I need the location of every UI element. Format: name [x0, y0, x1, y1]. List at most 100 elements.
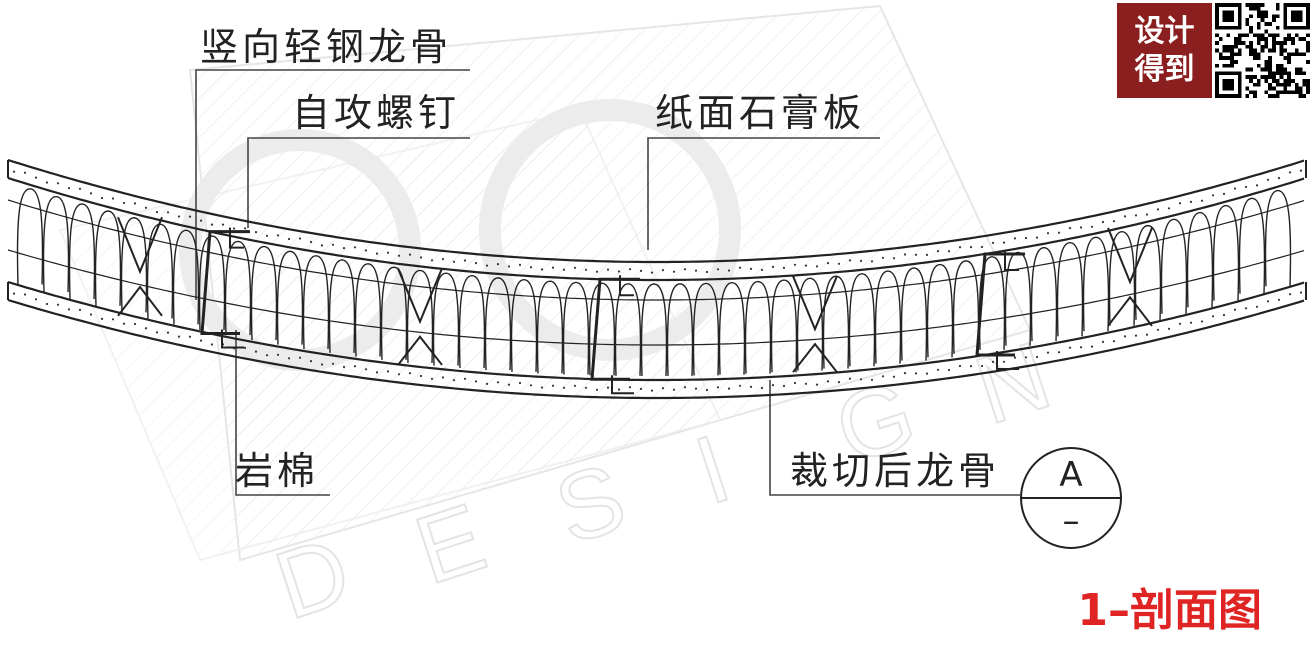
qr-module: [1260, 37, 1265, 41]
gypsum-dot: [1189, 200, 1193, 203]
gypsum-dot: [749, 385, 753, 388]
gypsum-dot: [617, 388, 621, 391]
gypsum-dot: [287, 237, 291, 241]
qr-module: [1249, 14, 1253, 19]
rock-wool-loop: [1082, 236, 1110, 332]
qr-module: [1256, 37, 1261, 41]
gypsum-dot: [1013, 237, 1017, 240]
rock-wool-loop: [224, 240, 252, 336]
qr-module: [1283, 86, 1288, 91]
gypsum-dot: [518, 263, 522, 266]
qr-module: [1222, 63, 1227, 68]
gypsum-dot: [1189, 321, 1193, 324]
rock-wool-loop: [94, 210, 122, 306]
gypsum-dot: [1266, 300, 1270, 303]
rock-wool-loop: [588, 282, 616, 376]
gypsum-dot: [1266, 178, 1270, 181]
gypsum-dot: [606, 386, 610, 389]
qr-module: [1283, 90, 1288, 95]
gypsum-dot: [1123, 335, 1127, 338]
qr-module: [1275, 41, 1280, 45]
gypsum-dot: [650, 271, 654, 274]
qr-module: [1275, 3, 1280, 7]
gypsum-dot: [1233, 187, 1237, 190]
qr-module: [1215, 41, 1219, 45]
rock-wool-loop: [406, 269, 434, 363]
qr-module: [1264, 37, 1269, 41]
gypsum-dot: [419, 374, 423, 378]
qr-module: [1234, 60, 1238, 64]
gypsum-dot: [881, 375, 885, 378]
gypsum-dot: [936, 250, 940, 253]
qr-module: [1245, 3, 1250, 7]
qr-module: [1256, 3, 1261, 7]
qr-module: [1249, 75, 1253, 79]
watermark-letter: D: [263, 517, 362, 640]
qr-module: [1256, 56, 1261, 60]
gypsum-dot: [1090, 345, 1094, 348]
gypsum-dot: [529, 384, 533, 387]
gypsum-dot: [1167, 327, 1171, 330]
gypsum-dot: [287, 357, 291, 360]
qr-module: [1283, 71, 1288, 76]
gypsum-dot: [320, 244, 324, 247]
gypsum-dot: [1112, 220, 1116, 223]
gypsum-dot: [1299, 169, 1303, 172]
qr-module: [1275, 90, 1280, 95]
gypsum-dot: [309, 240, 313, 244]
gypsum-dot: [1013, 356, 1017, 359]
gypsum-dot: [870, 378, 874, 381]
gypsum-dot: [947, 250, 951, 253]
gypsum-dot: [1057, 231, 1061, 234]
qr-module: [1287, 60, 1291, 64]
gypsum-dot: [34, 176, 38, 179]
qr-module: [1279, 67, 1284, 72]
rock-wool-loop: [640, 283, 668, 377]
inner-board-face: [7, 298, 1305, 400]
gypsum-dot: [452, 379, 456, 382]
leader-cut-keel: [769, 380, 1020, 496]
gypsum-dot: [12, 292, 16, 295]
qr-module: [1249, 41, 1253, 45]
qr-module: [1230, 44, 1234, 49]
qr-module: [1264, 22, 1269, 26]
gypsum-dot: [1079, 346, 1083, 349]
qr-module: [1302, 71, 1307, 76]
rock-wool-loop: [692, 282, 720, 376]
qr-module: [1260, 67, 1265, 72]
brand-logo: 设计得到: [1117, 3, 1212, 98]
qr-module: [1306, 48, 1310, 53]
qr-module: [1260, 18, 1265, 22]
rock-wool-loop: [354, 263, 382, 357]
gypsum-dot: [551, 266, 555, 269]
gypsum-dot: [298, 356, 302, 359]
qr-module: [1302, 37, 1307, 41]
rock-wool-loop: [380, 266, 408, 360]
rock-wool-loop: [562, 281, 590, 375]
gypsum-dot: [672, 388, 676, 391]
qr-module: [1218, 56, 1223, 60]
gypsum-dot: [100, 196, 104, 200]
rock-wool-loop: [1056, 241, 1084, 337]
qr-module: [1294, 33, 1299, 38]
qr-module: [1264, 41, 1269, 45]
gypsum-dot: [892, 257, 896, 260]
gypsum-dot: [408, 372, 412, 375]
gypsum-dot: [584, 268, 588, 271]
gypsum-dot: [573, 266, 577, 269]
rock-wool-loop: [900, 267, 928, 361]
detail-marker-top: A: [1059, 455, 1082, 495]
gypsum-dot: [815, 383, 819, 386]
qr-module: [1272, 14, 1276, 19]
qr-module: [1245, 44, 1250, 49]
rock-wool-loop: [1186, 211, 1214, 308]
gypsum-dot: [496, 263, 500, 266]
qr-module: [1268, 82, 1272, 87]
gypsum-dot: [1002, 241, 1006, 244]
gypsum-dot: [1035, 236, 1039, 239]
rock-wool-loop: [614, 283, 642, 376]
gypsum-dot: [760, 268, 764, 271]
qr-module: [1253, 90, 1257, 95]
qr-module: [1268, 48, 1272, 53]
